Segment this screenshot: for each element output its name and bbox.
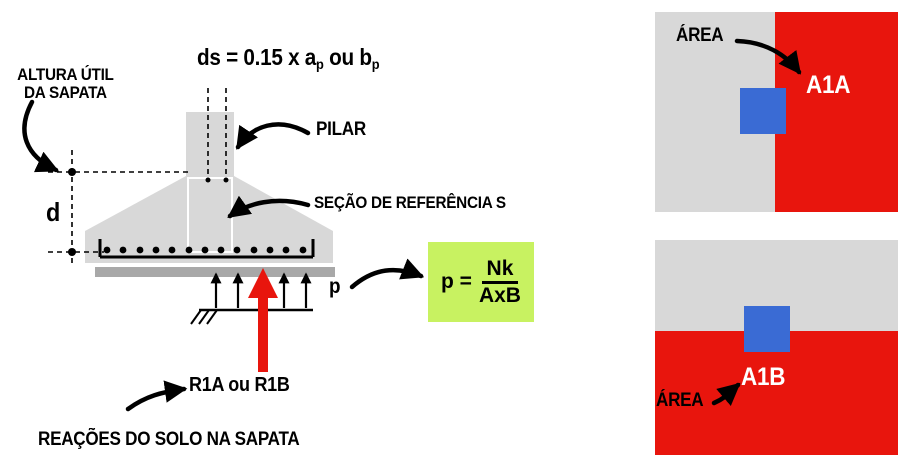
pressure-formula-box: p = Nk AxB xyxy=(428,242,534,322)
rebar-dot xyxy=(103,246,111,254)
red-resultant-arrow-head xyxy=(248,268,278,298)
formula-numerator: Nk xyxy=(481,257,519,284)
pilar-label: PILAR xyxy=(316,119,366,140)
ds-formula-sub1: p xyxy=(316,56,324,73)
rebar-dot xyxy=(250,246,258,254)
ds-guide-dot-right xyxy=(223,177,229,183)
rebar-dot xyxy=(168,246,176,254)
formula-lhs: p = xyxy=(441,270,472,293)
altura-util-label: ALTURA ÚTIL DA SAPATA xyxy=(6,65,125,103)
ds-formula-label: ds = 0.15 x ap ou bp xyxy=(197,44,380,73)
rebar-dot xyxy=(152,246,160,254)
rebar-dot xyxy=(266,246,274,254)
d-dim-label: d xyxy=(46,197,61,227)
secao-arrow xyxy=(227,195,311,219)
d-dim-bottom-dot xyxy=(68,248,76,256)
pilar-column-shape xyxy=(186,112,234,178)
secao-referencia-label: SEÇÃO DE REFERÊNCIA S xyxy=(314,193,506,212)
support-hatch-2 xyxy=(198,309,210,325)
area-a1b-diagram xyxy=(655,240,898,455)
ds-formula-part1: ds = 0.15 x a xyxy=(197,44,317,70)
pilar-arrow xyxy=(235,122,311,150)
r1-arrow xyxy=(125,380,188,412)
d-dim-top-dot xyxy=(68,168,76,176)
altura-arrow xyxy=(22,99,60,173)
p-pressure-label: p xyxy=(329,275,341,298)
ds-guide-dot-left xyxy=(205,177,211,183)
a1a-red-region xyxy=(775,12,898,212)
altura-util-line1: ALTURA ÚTIL xyxy=(17,65,114,84)
rebar-dot xyxy=(136,246,144,254)
rebar-dot xyxy=(185,246,193,254)
reacoes-solo-label: REAÇÕES DO SOLO NA SAPATA xyxy=(38,429,300,450)
a1b-column-square xyxy=(744,306,790,352)
ground-strip xyxy=(95,267,335,277)
rebar-dot xyxy=(119,246,127,254)
rebar-dot xyxy=(299,246,307,254)
rebar-dot xyxy=(217,246,225,254)
support-hatch-3 xyxy=(206,309,218,325)
area-a1b-label: ÁREA xyxy=(656,390,704,411)
r1-reaction-label: R1A ou R1B xyxy=(189,374,290,396)
rebar-dot xyxy=(233,246,241,254)
formula-denominator: AxB xyxy=(478,283,521,307)
footing-body-shape xyxy=(85,176,333,263)
a1a-column-square xyxy=(740,88,786,134)
a1a-zone-label: A1A xyxy=(806,71,851,99)
ds-formula-sub2: p xyxy=(371,56,380,73)
column-projection-outline xyxy=(187,177,233,253)
altura-util-line2: DA SAPATA xyxy=(23,83,107,103)
support-hatch-1 xyxy=(190,309,202,325)
p-formula-arrow xyxy=(349,258,425,290)
rebar-dot xyxy=(282,246,290,254)
rebar-dot xyxy=(201,246,209,254)
formula-fraction: Nk AxB xyxy=(479,257,521,307)
ds-formula-part2: ou b xyxy=(323,44,372,70)
a1b-zone-label: A1B xyxy=(741,363,786,391)
area-a1a-label: ÁREA xyxy=(676,25,724,46)
